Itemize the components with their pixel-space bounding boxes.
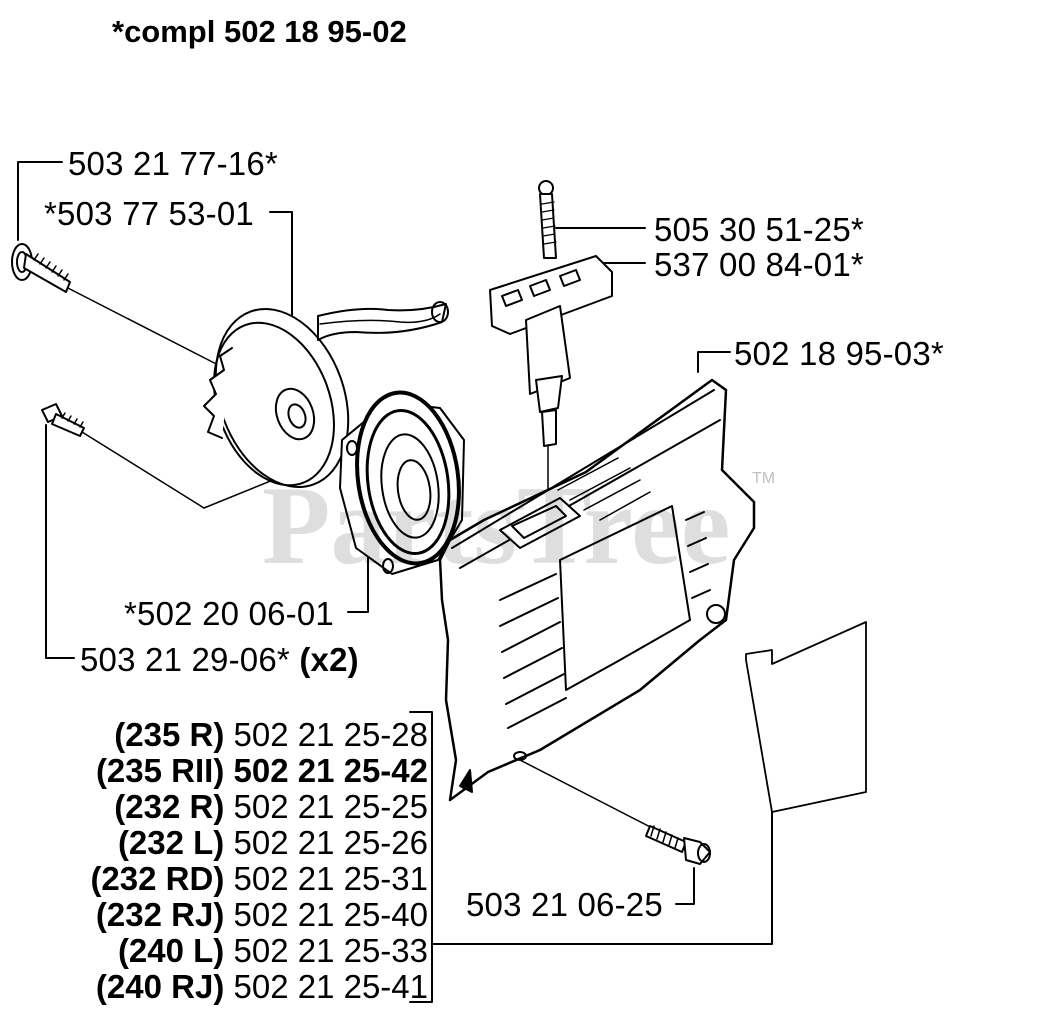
variant-row: (240 RJ) 502 21 25-41: [96, 969, 428, 1005]
variant-part-number: 502 21 25-31: [233, 860, 428, 897]
watermark-text: PartsTree: [262, 464, 731, 588]
variant-part-number: 502 21 25-28: [233, 716, 428, 753]
leader-recoil-screw: [17, 161, 63, 241]
callout-cassette-screw: 503 21 29-06* (x2): [80, 643, 359, 676]
leader-variants-bracket: [409, 711, 433, 1003]
variant-part-number: 502 21 25-41: [233, 968, 428, 1005]
variant-model: (235 R): [114, 716, 225, 753]
variant-row: (232 RJ) 502 21 25-40: [96, 897, 428, 933]
cassette-screw-part: [41, 403, 85, 437]
leader-spring-cassette: [347, 547, 369, 613]
variant-part-number: 502 21 25-33: [233, 932, 428, 969]
assembly-title: *compl 502 18 95-02: [112, 14, 407, 49]
axis-screw-pulley: [63, 285, 229, 371]
starter-housing-part: [438, 378, 756, 802]
variant-model: (232 RJ): [95, 896, 225, 933]
variant-part-number: 502 21 25-25: [233, 788, 428, 825]
variant-row: (232 RD) 502 21 25-31: [90, 861, 428, 897]
leader-cassette-screw: [45, 424, 75, 659]
leader-housing: [697, 351, 731, 373]
axis-cassette-screw: [81, 431, 205, 509]
variant-row: (232 L) 502 21 25-26: [118, 825, 428, 861]
starter-pulley-part: [203, 301, 449, 489]
variant-row: (240 L) 502 21 25-33: [118, 933, 428, 969]
variant-row: (232 R) 502 21 25-25: [114, 789, 428, 825]
variant-part-number: 502 21 25-26: [233, 824, 428, 861]
variant-model: (232 L): [117, 824, 225, 861]
spring-cassette-part: [339, 390, 465, 575]
trademark-symbol: TM: [752, 470, 776, 487]
callout-housing: 502 18 95-03*: [734, 335, 944, 372]
callout-spring-cassette: *502 20 06-01: [124, 595, 334, 632]
variant-model: (240 RJ): [95, 968, 225, 1005]
variant-model: (232 RD): [90, 860, 225, 897]
variant-part-number: 502 21 25-40: [233, 896, 428, 933]
leader-pulley: [269, 211, 293, 333]
decal-part: [745, 621, 867, 813]
rope-handle-part: [489, 180, 613, 447]
variant-row: (235 RII) 502 21 25-42: [96, 753, 428, 789]
cassette-screw-quantity: (x2): [299, 641, 359, 678]
variant-model: (240 L): [117, 932, 225, 969]
callout-recoil-screw: 503 21 77-16*: [68, 145, 278, 182]
variant-model: (235 RII): [95, 752, 225, 789]
cassette-screw-part-number: 503 21 29-06*: [80, 641, 290, 678]
callout-rope: 505 30 51-25*: [654, 211, 864, 248]
axis-housing-screw: [519, 759, 661, 833]
leader-housing-screw: [675, 867, 695, 905]
callout-housing-screw: 503 21 06-25: [466, 886, 663, 923]
variant-model: (232 R): [114, 788, 225, 825]
variant-part-number: 502 21 25-42: [233, 752, 428, 789]
housing-screw-part: [645, 825, 711, 865]
leader-decal: [431, 811, 773, 945]
recoil-screw-part: [11, 243, 71, 293]
variant-row: (235 R) 502 21 25-28: [114, 717, 428, 753]
callout-pulley: *503 77 53-01: [44, 195, 254, 232]
callout-handle: 537 00 84-01*: [654, 246, 864, 283]
